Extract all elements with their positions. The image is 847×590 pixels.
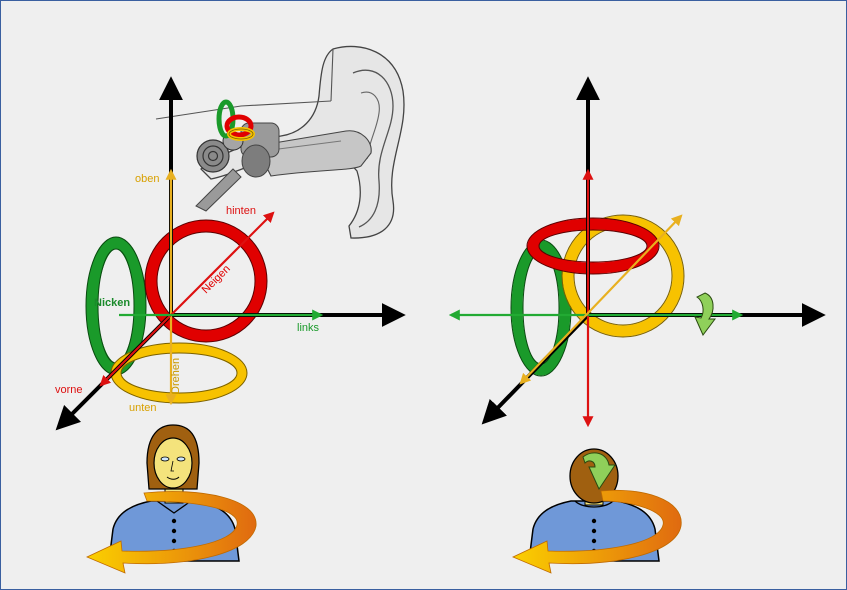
ear-cross-section-icon	[155, 45, 405, 239]
curved-rotation-arrow-icon	[512, 452, 682, 574]
label-hinten: hinten	[226, 205, 256, 217]
label-neigen: Neigen	[200, 263, 233, 296]
label-vorne: vorne	[55, 384, 83, 396]
pitch-rotation-arrow-icon	[694, 292, 716, 336]
label-nicken: Nicken	[94, 297, 130, 309]
right-axis-system	[448, 76, 826, 428]
label-unten: unten	[129, 402, 157, 414]
curved-rotation-arrow-icon	[86, 491, 257, 574]
label-links: links	[297, 322, 320, 334]
label-oben: oben	[135, 173, 159, 185]
label-drehen: Drehen	[170, 358, 182, 394]
